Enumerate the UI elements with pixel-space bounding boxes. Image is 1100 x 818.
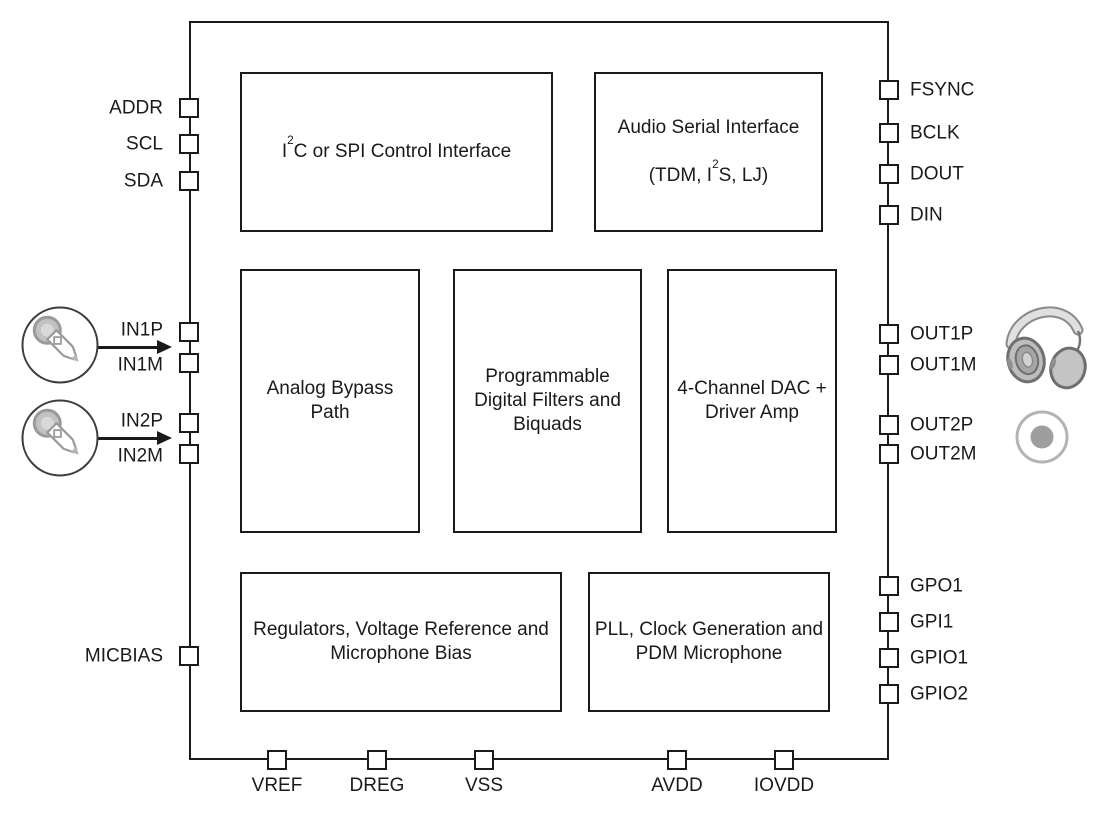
pin-label-vss: VSS xyxy=(464,775,504,796)
pin-vref xyxy=(267,750,287,770)
pin-gpo1 xyxy=(879,576,899,596)
block-regulators-label: Regulators, Voltage Reference and Microp… xyxy=(253,618,549,664)
pin-dreg xyxy=(367,750,387,770)
mic2-arrow-line xyxy=(97,437,157,440)
pin-gpio1 xyxy=(879,648,899,668)
block-analog-bypass-label: Analog Bypass Path xyxy=(266,377,394,423)
pin-iovdd xyxy=(774,750,794,770)
microphone-icon xyxy=(21,399,99,477)
block-audio-serial-interface-label: Audio Serial Interface (TDM, I2S, LJ) xyxy=(617,116,800,187)
pin-label-din: DIN xyxy=(910,204,943,226)
pin-in2m xyxy=(179,444,199,464)
pin-gpi1 xyxy=(879,612,899,632)
pin-label-gpo1: GPO1 xyxy=(910,575,963,597)
pin-out2p xyxy=(879,415,899,435)
pin-label-out1p: OUT1P xyxy=(910,323,974,345)
pin-in1p xyxy=(179,322,199,342)
pin-label-gpio1: GPIO1 xyxy=(910,647,969,669)
pin-scl xyxy=(179,134,199,154)
pin-label-out2m: OUT2M xyxy=(910,443,977,465)
pin-label-sda: SDA xyxy=(123,170,163,192)
pin-label-bclk: BCLK xyxy=(910,122,960,144)
pin-label-fsync: FSYNC xyxy=(910,79,975,101)
pin-sda xyxy=(179,171,199,191)
pin-label-micbias: MICBIAS xyxy=(84,645,163,667)
mic2-arrow-head xyxy=(157,431,172,445)
pin-label-iovdd: IOVDD xyxy=(753,775,815,796)
pin-label-in1p: IN1P xyxy=(120,319,163,341)
pin-label-in2m: IN2M xyxy=(117,445,163,467)
pin-micbias xyxy=(179,646,199,666)
pin-avdd xyxy=(667,750,687,770)
block-pll-clock: PLL, Clock Generation and PDM Microphone xyxy=(588,572,830,712)
pin-label-dreg: DREG xyxy=(349,775,405,796)
pin-in1m xyxy=(179,353,199,373)
pin-out1m xyxy=(879,355,899,375)
pin-bclk xyxy=(879,123,899,143)
pin-label-out1m: OUT1M xyxy=(910,354,977,376)
pin-label-gpio2: GPIO2 xyxy=(910,683,969,705)
block-control-interface-label: I2C or SPI Control Interface xyxy=(281,133,512,162)
microphone-icon xyxy=(21,306,99,384)
pin-addr xyxy=(179,98,199,118)
pin-label-avdd: AVDD xyxy=(651,775,703,796)
pin-dout xyxy=(879,164,899,184)
mic1-arrow-line xyxy=(97,346,157,349)
pin-fsync xyxy=(879,80,899,100)
block-digital-filters-label: Programmable Digital Filters and Biquads xyxy=(474,365,621,436)
pin-label-in2p: IN2P xyxy=(120,410,163,432)
block-dac-driver-amp-label: 4-Channel DAC + Driver Amp xyxy=(677,377,827,423)
mic1-arrow-head xyxy=(157,340,172,354)
block-control-interface: I2C or SPI Control Interface xyxy=(240,72,553,232)
pin-label-gpi1: GPI1 xyxy=(910,611,954,633)
headphones-icon xyxy=(1005,306,1087,390)
pin-vss xyxy=(474,750,494,770)
pin-label-vref: VREF xyxy=(251,775,303,796)
block-digital-filters: Programmable Digital Filters and Biquads xyxy=(453,269,642,533)
block-dac-driver-amp: 4-Channel DAC + Driver Amp xyxy=(667,269,837,533)
block-regulators: Regulators, Voltage Reference and Microp… xyxy=(240,572,562,712)
pin-in2p xyxy=(179,413,199,433)
pin-label-dout: DOUT xyxy=(910,163,964,185)
pin-out2m xyxy=(879,444,899,464)
speaker-icon xyxy=(1015,410,1069,464)
block-pll-clock-label: PLL, Clock Generation and PDM Microphone xyxy=(594,618,824,664)
pin-din xyxy=(879,205,899,225)
pin-label-out2p: OUT2P xyxy=(910,414,974,436)
pin-gpio2 xyxy=(879,684,899,704)
pin-out1p xyxy=(879,324,899,344)
pin-label-scl: SCL xyxy=(126,133,163,155)
block-analog-bypass: Analog Bypass Path xyxy=(240,269,420,533)
block-audio-serial-interface: Audio Serial Interface (TDM, I2S, LJ) xyxy=(594,72,823,232)
pin-label-in1m: IN1M xyxy=(117,354,163,376)
pin-label-addr: ADDR xyxy=(109,97,163,119)
